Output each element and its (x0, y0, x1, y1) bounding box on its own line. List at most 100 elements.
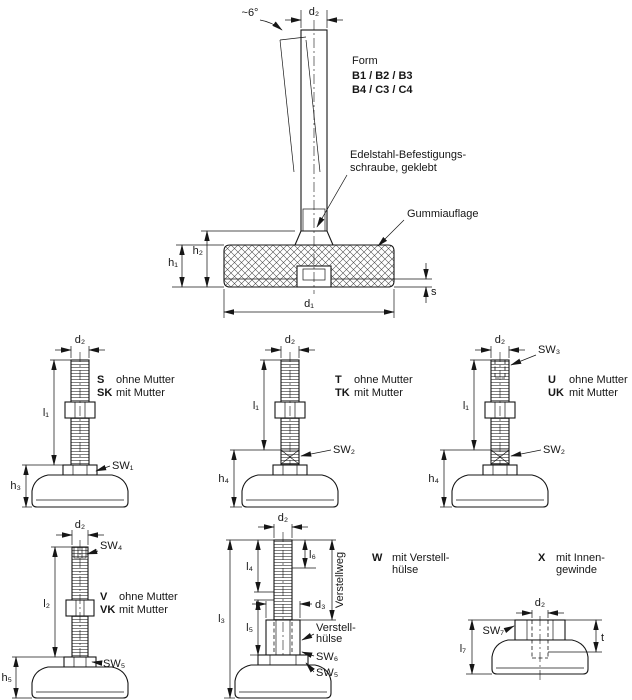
dimension-d3: d₃ (252, 599, 326, 618)
h3-label: h₃ (10, 480, 21, 492)
dimension-l1: l₁ (463, 359, 491, 451)
code-w: W (372, 552, 383, 564)
dimension-l7: l₇ (460, 619, 515, 675)
callout-sw4: SW₄ (86, 540, 123, 555)
dimension-d1: d₁ (223, 289, 395, 318)
dimension-s: s (394, 263, 437, 303)
figure-form-x: X mit Innen- gewinde d₂ SW₇ t l₇ (460, 552, 605, 680)
foot-base (241, 474, 339, 508)
h4-label: h₄ (218, 473, 229, 485)
desc-s: ohne Mutter (116, 374, 175, 386)
foot-hex-boss (257, 654, 309, 666)
dimension-angle: ~6° (242, 7, 283, 31)
sw2-label: SW₂ (333, 444, 355, 456)
h4-label: h₄ (428, 473, 439, 485)
variant-labels: S ohne Mutter SK mit Mutter (97, 374, 175, 399)
desc-sk: mit Mutter (116, 387, 165, 399)
screw-label-line2: schraube, geklebt (350, 162, 437, 174)
screw-label-line1: Edelstahl-Befestigungs- (350, 149, 467, 161)
dimension-d2: d₂ (516, 597, 564, 618)
dimension-d2: d₂ (285, 6, 343, 28)
dimension-d2: d₂ (258, 512, 308, 538)
desc-x-line1: mit Innen- (556, 552, 605, 564)
dimension-h5: h₅ (1, 656, 64, 699)
top-hex-socket (494, 360, 506, 379)
figure-form-t: d₂ T ohne Mutter TK mit Mutter l₁ SW₂ h₄ (218, 334, 413, 508)
d2-label: d₂ (535, 597, 545, 609)
dimension-l1: l₁ (43, 359, 71, 466)
l6-label: l₆ (309, 549, 316, 561)
callout-sw1: SW₁ (95, 460, 134, 472)
code-s: S (97, 374, 104, 386)
dimension-l6: l₆ (292, 539, 336, 569)
l1-label: l₁ (463, 400, 469, 412)
dimension-l1: l₁ (253, 359, 281, 451)
l1-label: l₁ (43, 407, 49, 419)
rubber-label: Gummiauflage (407, 208, 479, 220)
variant-labels: W mit Verstell- hülse (372, 552, 450, 576)
code-t: T (335, 374, 342, 386)
desc-v: ohne Mutter (119, 591, 178, 603)
callout-sw2: SW₂ (510, 444, 565, 457)
code-uk: UK (548, 387, 564, 399)
dimension-t: t (548, 619, 604, 653)
d2-label: d₂ (309, 6, 319, 18)
sw4-label: SW₄ (100, 540, 123, 552)
desc-tk: mit Mutter (354, 387, 403, 399)
form-line1: B1 / B2 / B3 (352, 70, 413, 82)
foot-hex-boss (482, 464, 518, 476)
desc-vk: mit Mutter (119, 604, 168, 616)
figure-form-u: d₂ SW₃ U ohne Mutter UK mit Mutter l₁ SW… (428, 334, 628, 508)
sw5-label: SW₅ (316, 667, 338, 679)
l1-label: l₁ (253, 400, 259, 412)
t-label: t (601, 632, 604, 644)
variant-labels: T ohne Mutter TK mit Mutter (335, 374, 413, 399)
code-vk: VK (100, 604, 115, 616)
dimension-h1: h₁ (168, 244, 224, 288)
d2-label: d₂ (278, 512, 288, 524)
d1-label: d₁ (304, 298, 314, 310)
h1-label: h₁ (168, 257, 178, 269)
d2-label: d₂ (75, 519, 85, 531)
variant-labels: V ohne Mutter VK mit Mutter (100, 591, 178, 616)
sw1-label: SW₁ (112, 460, 134, 472)
code-u: U (548, 374, 556, 386)
tilted-stud-outline (279, 36, 321, 173)
h5-label: h₅ (1, 672, 12, 684)
callout-sw6: SW₆ (301, 651, 338, 663)
figure-form-v: d₂ SW₄ V ohne Mutter VK mit Mutter l₂ SW… (1, 519, 178, 699)
foot-hex-boss (272, 464, 308, 476)
desc-u: ohne Mutter (569, 374, 628, 386)
foot-body-rubber (223, 244, 395, 288)
form-title: Form (352, 55, 378, 67)
dimension-l4: l₄ (226, 539, 274, 593)
callout-sw2: SW₂ (300, 444, 355, 457)
callout-sw7: SW₇ (482, 625, 515, 637)
variant-labels: U ohne Mutter UK mit Mutter (548, 374, 628, 399)
dimension-h4: h₄ (218, 449, 281, 508)
dimension-d2: d₂ (265, 334, 315, 358)
l2-label: l₂ (43, 598, 50, 610)
code-tk: TK (335, 387, 350, 399)
desc-uk: mit Mutter (569, 387, 618, 399)
desc-x-line2: gewinde (556, 564, 597, 576)
dimension-d2: d₂ (56, 519, 104, 545)
l5-label: l₅ (246, 622, 253, 634)
dimension-h4: h₄ (428, 449, 491, 508)
dimension-l2: l₂ (43, 546, 72, 658)
foot-base (31, 474, 129, 508)
dimension-d2: d₂ (55, 334, 105, 358)
foot-base (31, 666, 129, 699)
dimension-l3: l₃ (218, 539, 235, 699)
d3-label: d₃ (315, 599, 326, 611)
callout-sw5: SW₅ (91, 658, 125, 670)
sleeve-label-line2: hülse (316, 633, 342, 645)
l4-label: l₄ (246, 561, 253, 573)
sw3-label: SW₃ (538, 344, 560, 356)
sw7-label: SW₇ (482, 625, 504, 637)
l7-label: l₇ (460, 643, 466, 655)
desc-w-line1: mit Verstell- (392, 552, 450, 564)
callout-sw3: SW₃ (510, 344, 560, 366)
dimension-d2: d₂ (475, 334, 525, 358)
